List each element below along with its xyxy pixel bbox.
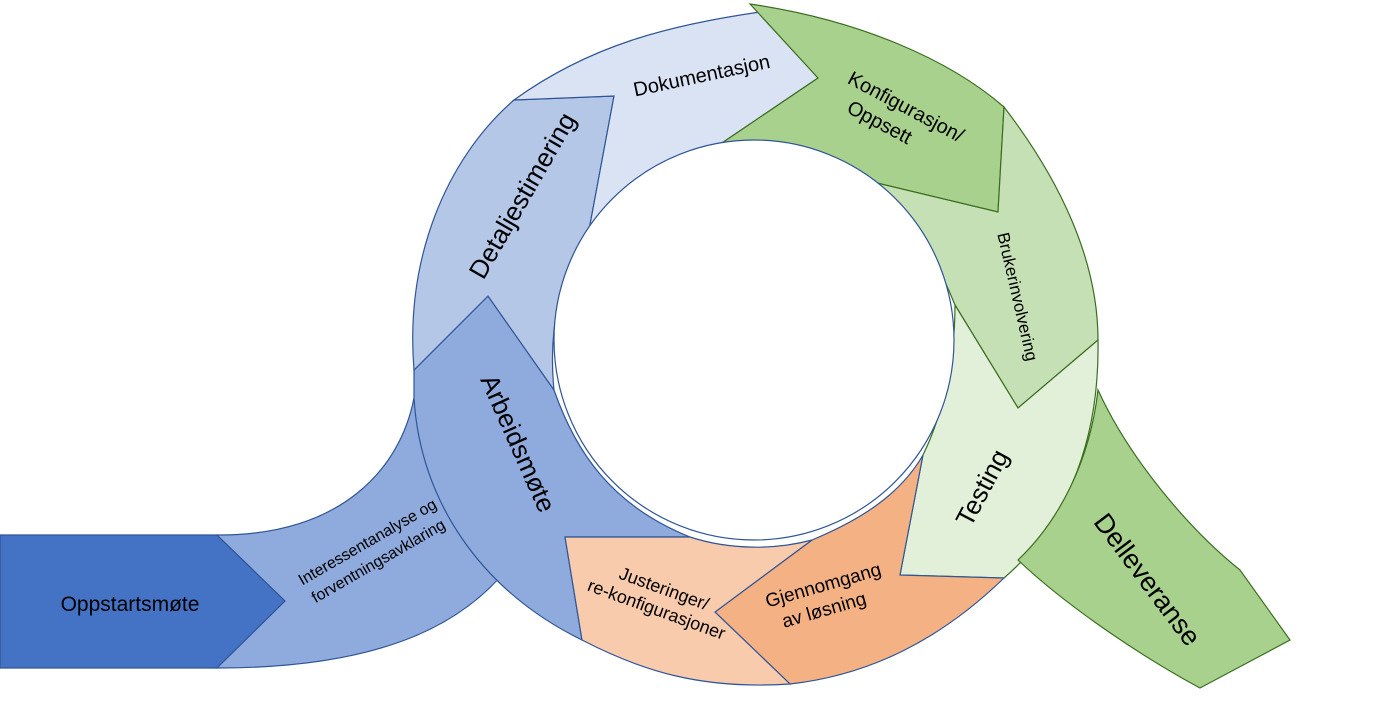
start-label: Oppstartsmøte <box>61 593 200 616</box>
adjustments-segment <box>564 536 813 686</box>
cycle-center <box>553 139 955 541</box>
delivery-arrow <box>1017 387 1291 689</box>
